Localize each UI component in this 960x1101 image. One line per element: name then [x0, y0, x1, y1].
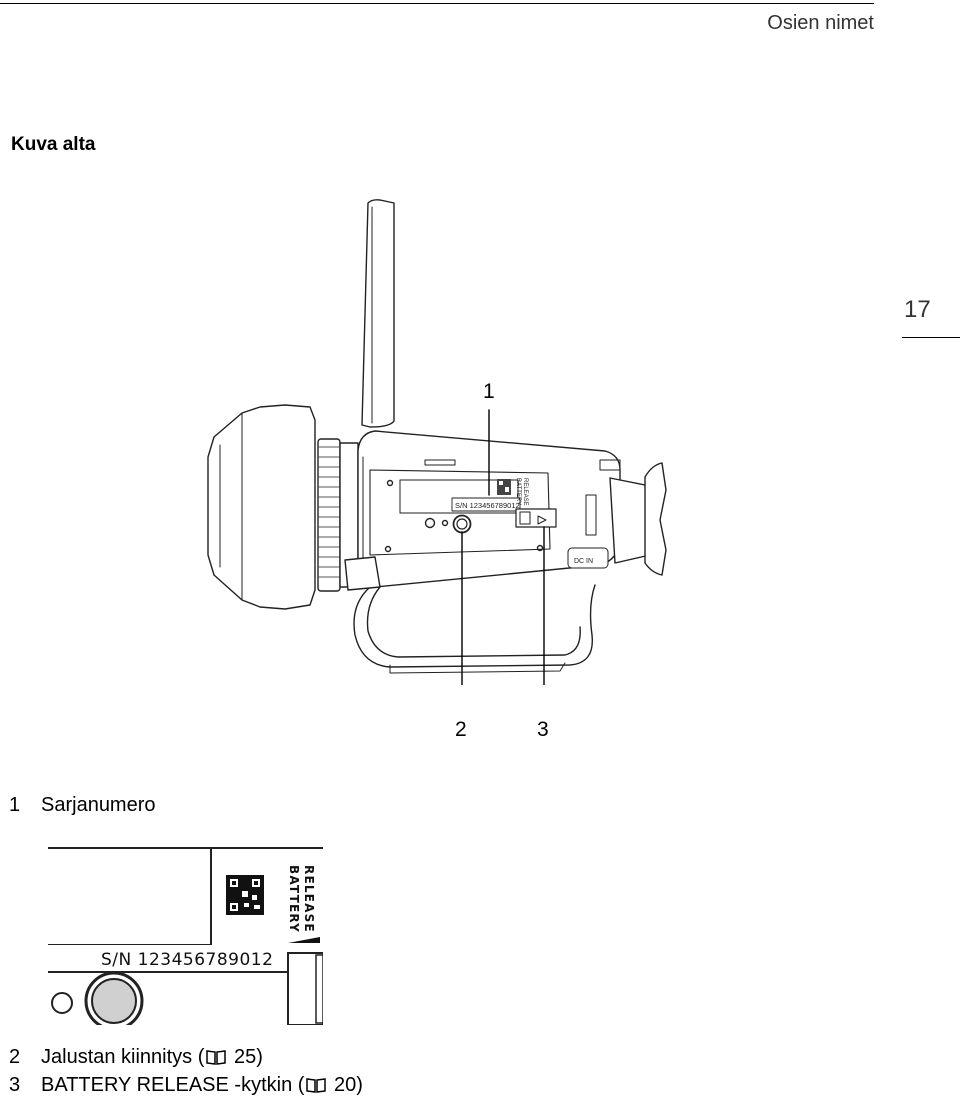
page-header: Osien nimet	[767, 12, 874, 34]
caption-2: 2 Jalustan kiinnitys ( 25)	[9, 1046, 263, 1069]
callout-2: 2	[455, 718, 467, 741]
caption-1-number: 1	[9, 794, 21, 816]
caption-2-number: 2	[9, 1046, 21, 1068]
top-rule	[0, 3, 874, 4]
callout-3: 3	[537, 718, 549, 741]
caption-3-text: BATTERY RELEASE -kytkin (	[41, 1074, 305, 1096]
serial-label-detail: S/N 123456789012 BATTERY RELEASE	[48, 835, 323, 1025]
page-number: 17	[904, 296, 931, 323]
svg-text:S/N 123456789012: S/N 123456789012	[455, 501, 520, 510]
caption-1-text: Sarjanumero	[41, 794, 156, 816]
svg-text:BATTERY: BATTERY	[515, 478, 521, 505]
svg-text:S/N 123456789012: S/N 123456789012	[101, 950, 273, 970]
section-title: Kuva alta	[11, 134, 96, 155]
book-icon	[206, 1050, 227, 1065]
svg-text:RELEASE: RELEASE	[302, 865, 316, 933]
caption-3-ref: 20)	[328, 1074, 363, 1096]
svg-text:DC IN: DC IN	[574, 558, 593, 565]
svg-text:RELEASE: RELEASE	[522, 478, 528, 506]
caption-3: 3 BATTERY RELEASE -kytkin ( 20)	[9, 1074, 363, 1097]
svg-text:BATTERY: BATTERY	[287, 865, 301, 933]
caption-2-text: Jalustan kiinnitys (	[41, 1046, 205, 1068]
callout-1: 1	[483, 380, 495, 403]
caption-3-number: 3	[9, 1074, 21, 1096]
book-icon	[306, 1078, 327, 1093]
page-number-rule	[902, 337, 960, 338]
caption-2-ref: 25)	[228, 1046, 263, 1068]
camcorder-bottom-illustration: S/N 123456789012 BATTERY RELEASE DC IN	[207, 199, 667, 685]
caption-1: 1 Sarjanumero	[9, 794, 156, 817]
